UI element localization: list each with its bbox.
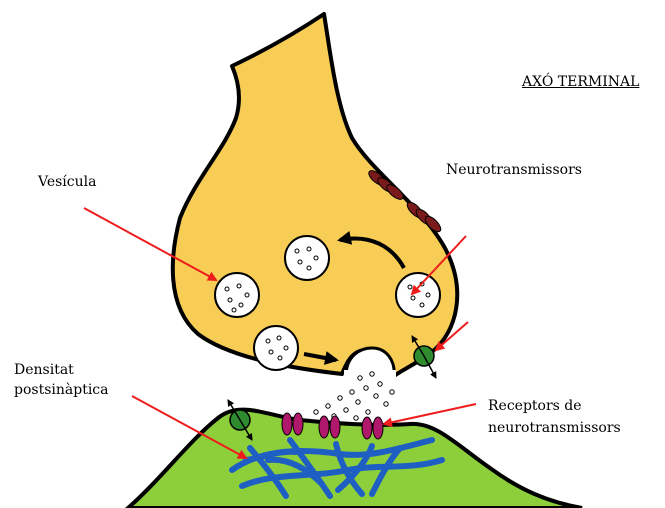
axon-terminal [173,14,457,376]
vesicle-label: Vesícula [38,172,96,192]
vesicle-1 [285,236,329,280]
postsynaptic-density-label-line2: postsinàptica [14,380,108,400]
receptors [282,413,383,439]
receptors-label-line2: neurotransmissors [488,418,621,438]
vesicle-2 [215,273,259,317]
receptors-label-line1: Receptors de [488,396,582,416]
postsynaptic-density-label-line1: Densitat [14,360,74,380]
axon-terminal-label: AXÓ TERMINAL [522,72,639,92]
vesicle-4 [254,326,298,370]
vesicle-3 [396,273,440,317]
neurotransmitters-label: Neurotransmissors [446,160,582,180]
receptor-pointer [384,404,476,424]
